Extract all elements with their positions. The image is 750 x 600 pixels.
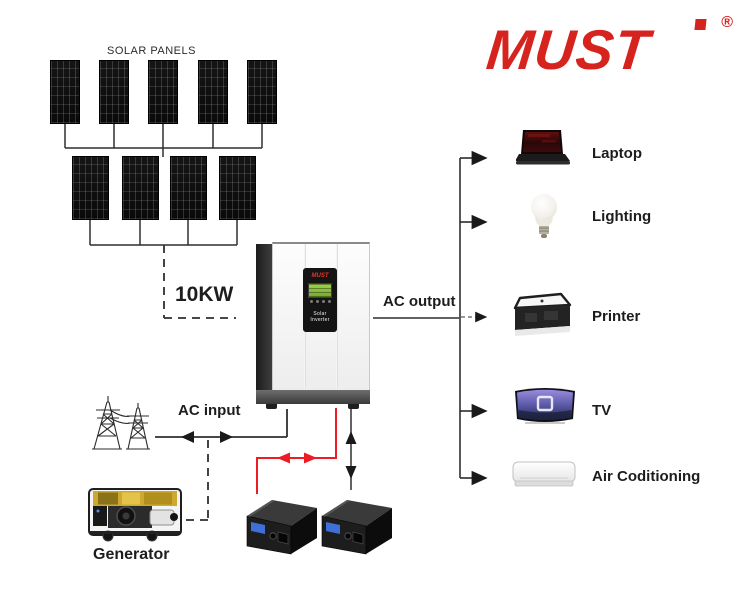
device-label-tv: TV	[592, 402, 612, 419]
solar-inverter: MUST Solar Inverter	[256, 242, 370, 409]
battery-arrow-left	[277, 452, 290, 464]
device-label-air-conditioning: Air Coditioning	[592, 468, 701, 485]
ac-input-label: AC input	[178, 402, 241, 419]
battery-unit	[320, 496, 394, 556]
inverter-brand-label: MUST	[311, 273, 329, 279]
generator-wire	[186, 440, 209, 521]
inverter-type-label: Solar Inverter	[310, 311, 330, 323]
generator-label: Generator	[93, 546, 170, 563]
logo-t-dot	[694, 19, 707, 30]
ac-input-arrow-left	[181, 431, 194, 443]
battery-arrow-up	[345, 431, 357, 444]
solar-panel	[148, 60, 178, 124]
air-conditioner-icon	[512, 460, 576, 495]
solar-panel	[99, 60, 129, 124]
solar-panel	[198, 60, 228, 124]
must-logo: MUST ®	[484, 10, 733, 90]
power-grid-towers-icon	[86, 392, 160, 459]
device-label-printer: Printer	[592, 308, 641, 325]
inverter-lcd-screen	[308, 283, 332, 298]
solar-row1-bus	[64, 124, 263, 157]
ac-output-label: AC output	[383, 293, 456, 310]
solar-panel	[72, 156, 109, 220]
battery-unit	[245, 496, 319, 556]
device-label-laptop: Laptop	[592, 145, 642, 162]
capacity-label: 10KW	[175, 283, 234, 306]
generator-icon	[86, 483, 186, 548]
inverter-side-panel	[256, 244, 272, 390]
ac-input-arrow-right	[220, 431, 233, 443]
laptop-icon	[515, 130, 572, 173]
tv-icon	[513, 386, 577, 433]
inverter-display: MUST Solar Inverter	[303, 268, 337, 332]
solar-panel	[122, 156, 159, 220]
battery-arrow-down	[345, 466, 357, 479]
inverter-buttons	[303, 300, 337, 303]
device-branches	[460, 150, 488, 486]
registered-trademark: ®	[721, 14, 733, 31]
inverter-base	[256, 390, 370, 404]
solar-panel	[219, 156, 256, 220]
device-label-lighting: Lighting	[592, 208, 652, 225]
solar-panel	[247, 60, 277, 124]
solar-panels-label: SOLAR PANELS	[107, 45, 196, 57]
battery-wire-red	[256, 408, 337, 494]
must-logo-text: MUST	[483, 18, 654, 81]
solar-row2-bus	[89, 220, 238, 246]
pv-dc-wire	[163, 245, 236, 319]
lightbulb-icon	[531, 193, 558, 245]
solar-panel	[50, 60, 80, 124]
printer-icon	[511, 291, 573, 344]
battery-arrow-right	[304, 452, 317, 464]
solar-panel	[170, 156, 207, 220]
